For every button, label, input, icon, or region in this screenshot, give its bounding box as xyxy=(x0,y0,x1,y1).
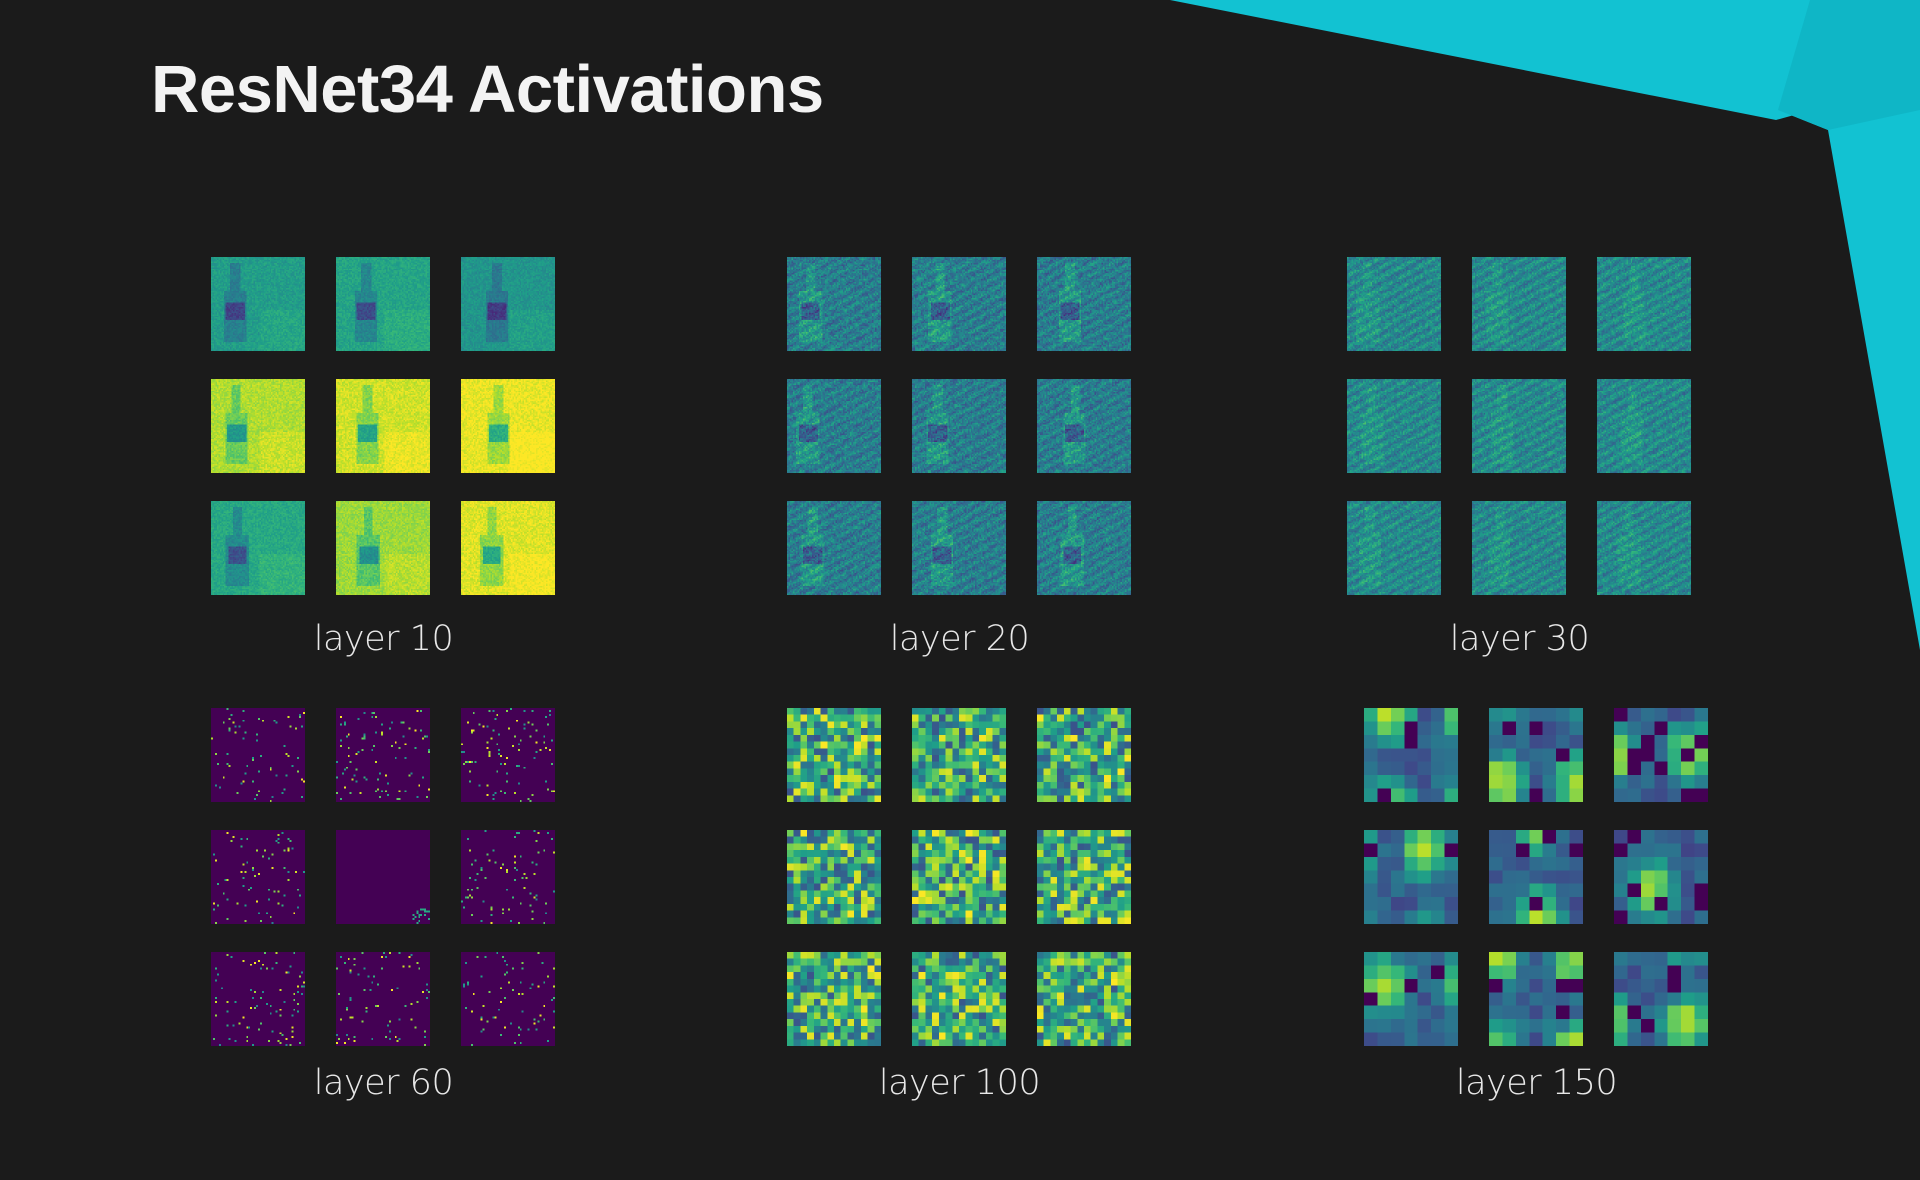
feature-map-tile xyxy=(1614,952,1708,1046)
feature-map-tile xyxy=(787,830,881,924)
feature-map-tile xyxy=(461,379,555,473)
feature-map-tile xyxy=(1347,257,1441,351)
feature-map-tile xyxy=(211,379,305,473)
feature-map-tile xyxy=(787,708,881,802)
feature-map-tile xyxy=(1489,830,1583,924)
feature-map-tile xyxy=(1472,379,1566,473)
feature-map-tile xyxy=(461,708,555,802)
layer-caption: layer 60 xyxy=(313,1063,454,1103)
feature-map-tile xyxy=(1364,708,1458,802)
feature-map-tile xyxy=(211,257,305,351)
feature-map-tile xyxy=(336,501,430,595)
activation-grid xyxy=(1347,257,1692,595)
feature-map-tile xyxy=(1614,708,1708,802)
feature-map-tile xyxy=(336,708,430,802)
feature-map-tile xyxy=(1364,830,1458,924)
feature-map-tile xyxy=(912,708,1006,802)
feature-map-tile xyxy=(1347,501,1441,595)
feature-map-tile xyxy=(1347,379,1441,473)
activation-panel: layer 100 xyxy=(787,708,1132,1103)
feature-map-tile xyxy=(336,830,430,924)
feature-map-tile xyxy=(336,257,430,351)
feature-map-tile xyxy=(1037,830,1131,924)
feature-map-tile xyxy=(912,379,1006,473)
feature-map-tile xyxy=(787,501,881,595)
slide-title: ResNet34 Activations xyxy=(151,52,824,127)
feature-map-tile xyxy=(1489,708,1583,802)
feature-map-tile xyxy=(461,257,555,351)
feature-map-tile xyxy=(1037,379,1131,473)
activation-panel: layer 10 xyxy=(211,257,556,659)
feature-map-tile xyxy=(1037,257,1131,351)
feature-map-tile xyxy=(1364,952,1458,1046)
feature-map-tile xyxy=(461,501,555,595)
feature-map-tile xyxy=(1037,952,1131,1046)
feature-map-tile xyxy=(1037,501,1131,595)
feature-map-tile xyxy=(1472,257,1566,351)
feature-map-tile xyxy=(211,501,305,595)
feature-map-tile xyxy=(461,952,555,1046)
feature-map-tile xyxy=(1472,501,1566,595)
layer-caption: layer 150 xyxy=(1455,1063,1618,1103)
feature-map-tile xyxy=(787,257,881,351)
layer-caption: layer 20 xyxy=(889,619,1030,659)
feature-map-tile xyxy=(211,952,305,1046)
feature-map-tile xyxy=(912,830,1006,924)
activation-grid xyxy=(211,257,556,595)
activation-grid xyxy=(211,708,556,1046)
feature-map-tile xyxy=(1614,830,1708,924)
layer-caption: layer 10 xyxy=(313,619,454,659)
activation-panel: layer 20 xyxy=(787,257,1132,659)
feature-map-tile xyxy=(787,379,881,473)
feature-map-tile xyxy=(1597,501,1691,595)
feature-map-tile xyxy=(912,257,1006,351)
feature-map-tile xyxy=(1597,257,1691,351)
feature-map-tile xyxy=(336,952,430,1046)
feature-map-tile xyxy=(211,830,305,924)
layer-caption: layer 30 xyxy=(1449,619,1590,659)
feature-map-tile xyxy=(1489,952,1583,1046)
activation-panel: layer 30 xyxy=(1347,257,1692,659)
feature-map-tile xyxy=(336,379,430,473)
feature-map-tile xyxy=(211,708,305,802)
feature-map-tile xyxy=(912,952,1006,1046)
layer-caption: layer 100 xyxy=(878,1063,1041,1103)
activation-panel: layer 60 xyxy=(211,708,556,1103)
activation-panel: layer 150 xyxy=(1364,708,1709,1103)
activation-grid xyxy=(1364,708,1709,1046)
feature-map-tile xyxy=(1597,379,1691,473)
activation-grid xyxy=(787,708,1132,1046)
feature-map-tile xyxy=(1037,708,1131,802)
feature-map-tile xyxy=(461,830,555,924)
feature-map-tile xyxy=(912,501,1006,595)
feature-map-tile xyxy=(787,952,881,1046)
activation-grid xyxy=(787,257,1132,595)
